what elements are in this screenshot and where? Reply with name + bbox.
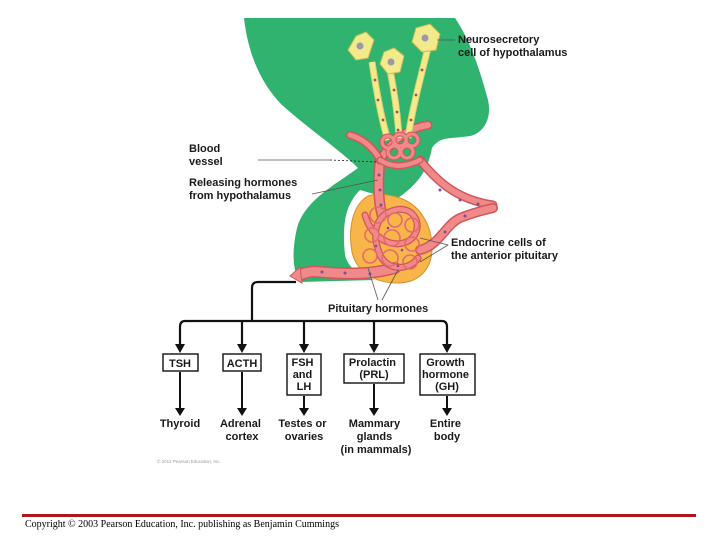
blood-vessels: [294, 120, 498, 281]
target-arrowheads: [175, 408, 452, 416]
target-label-testes-ovaries: Testes or ovaries: [278, 418, 329, 443]
label-blood-vessel: Blood vessel: [189, 143, 223, 168]
target-label-mammary-glands: Mammary glands (in mammals): [341, 418, 412, 456]
target-label-entire-body: Entire body: [430, 418, 464, 443]
hormone-boxes: [162, 353, 476, 396]
capillary-plexus: [362, 206, 420, 270]
hormone-box-acth: [222, 353, 262, 372]
neurosecretory-cells: [347, 23, 441, 161]
hormone-label-growth-hormone: Growth hormone (GH): [422, 357, 472, 393]
branch-arrowheads: [175, 344, 452, 353]
copyright-text: Copyright © 2003 Pearson Education, Inc.…: [25, 519, 339, 530]
hormone-box-growth-hormone: [419, 353, 476, 396]
label-releasing-hormones: Releasing hormones from hypothalamus: [189, 177, 300, 202]
label-pituitary-hormones: Pituitary hormones: [328, 303, 428, 315]
hormone-label-prolactin: Prolactin (PRL): [349, 357, 399, 381]
target-arrows: [179, 372, 448, 410]
label-endocrine-cells: Endocrine cells of the anterior pituitar…: [451, 237, 559, 262]
branch-connector: [178, 280, 449, 346]
hormone-label-tsh: TSH: [169, 358, 191, 370]
vessel-arrowhead: [289, 265, 303, 284]
footer-divider: [22, 514, 696, 517]
target-label-thyroid: Thyroid: [160, 418, 200, 430]
hormone-label-acth: ACTH: [227, 358, 258, 370]
hormone-box-prolactin: [343, 353, 405, 384]
figure-credit: © 2012 Pearson Education, Inc.: [157, 458, 221, 464]
label-neurosecretory-cell: Neurosecretory cell of hypothalamus: [458, 34, 567, 59]
hormone-label-fsh-lh: FSH and LH: [291, 357, 316, 393]
target-label-adrenal-cortex: Adrenal cortex: [220, 418, 264, 443]
leader-lines: [258, 39, 455, 301]
hormone-box-fsh-lh: [286, 353, 322, 396]
hormone-box-tsh: [162, 353, 199, 372]
hypothalamus-tissue: [244, 18, 490, 282]
